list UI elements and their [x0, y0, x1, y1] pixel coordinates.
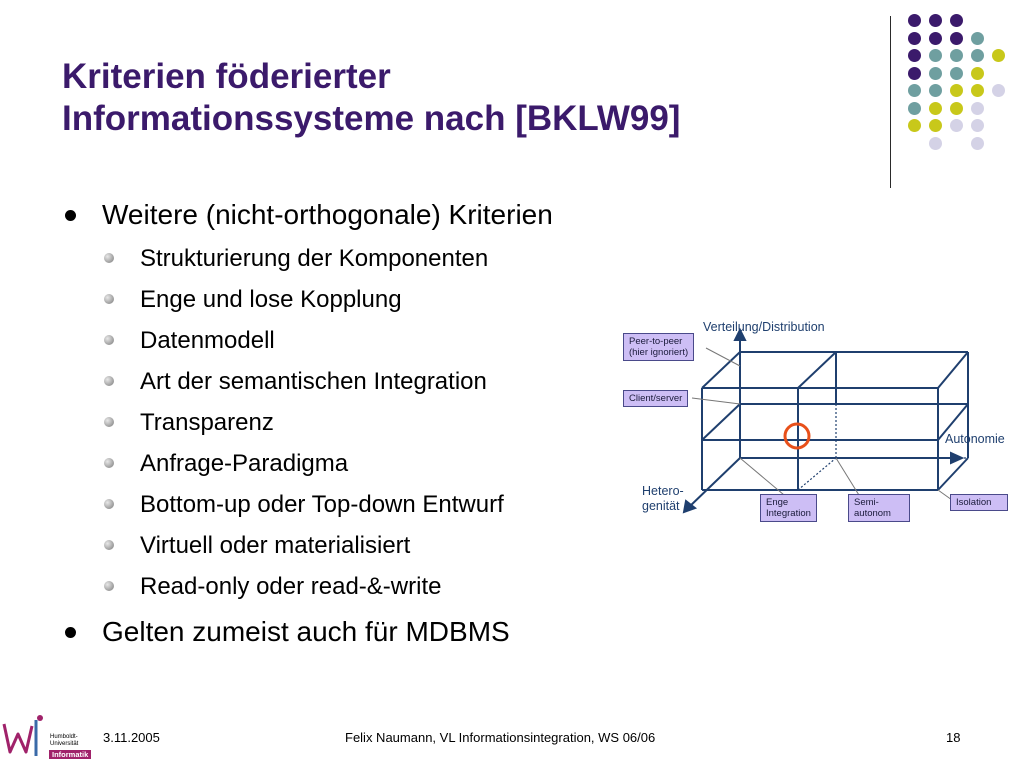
sub-bullet-text: Anfrage-Paradigma — [140, 450, 349, 477]
axis-label-heterogeneity-line1: Hetero- — [642, 484, 684, 498]
bullet-dot — [65, 210, 76, 221]
decorative-dot — [971, 119, 984, 132]
decorative-dot — [929, 119, 942, 132]
label-enge-line1: Enge — [766, 497, 789, 508]
decorative-dot — [908, 66, 921, 80]
decorative-dot — [908, 84, 921, 97]
decorative-dot — [929, 136, 942, 150]
decorative-dot — [950, 49, 963, 62]
federation-cube-diagram — [682, 327, 969, 514]
footer-author: Felix Naumann, VL Informationsintegratio… — [345, 730, 656, 745]
sub-bullet-dot — [104, 540, 114, 550]
sub-bullet-item: Read-only oder read-&-write — [102, 566, 553, 607]
sub-bullet-list: Strukturierung der Komponenten Enge und … — [102, 238, 553, 607]
sub-bullet-text: Bottom-up oder Top-down Entwurf — [140, 491, 504, 518]
sub-bullet-item: Art der semantischen Integration — [102, 361, 553, 402]
decorative-dot — [908, 101, 921, 115]
label-semi-autonom: Semi- autonom — [848, 494, 910, 522]
label-isolation: Isolation — [950, 494, 1008, 511]
decorative-dot — [950, 14, 963, 27]
decorative-dot — [971, 31, 984, 45]
decorative-dot — [992, 84, 1005, 97]
sub-bullet-dot — [104, 294, 114, 304]
footer-date: 3.11.2005 — [103, 730, 160, 745]
decorative-dot — [950, 31, 963, 45]
sub-bullet-item: Transparenz — [102, 402, 553, 443]
title-divider — [890, 16, 891, 188]
decorative-dot — [908, 119, 921, 132]
decorative-dot — [971, 66, 984, 80]
logo-line1: Humboldt- — [50, 734, 78, 740]
title-line-1: Kriterien föderierter — [62, 57, 391, 96]
slide-number: 18 — [946, 730, 961, 745]
sub-bullet-item: Datenmodell — [102, 320, 553, 361]
sub-bullet-text: Transparenz — [140, 409, 274, 436]
sub-bullet-item: Enge und lose Kopplung — [102, 279, 553, 320]
decorative-dot — [908, 14, 921, 27]
sub-bullet-dot — [104, 499, 114, 509]
bullet-list: Weitere (nicht-orthogonale) Kriterien St… — [62, 196, 553, 651]
decorative-dot — [950, 66, 963, 80]
humboldt-informatik-logo — [2, 715, 43, 756]
label-semi-line2: autonom — [854, 508, 891, 519]
decorative-dot-grid — [908, 14, 1018, 164]
sub-bullet-dot — [104, 253, 114, 263]
sub-bullet-item: Anfrage-Paradigma — [102, 443, 553, 484]
label-enge-integration: Enge Integration — [760, 494, 817, 522]
title-line-2: Informationssysteme nach [BKLW99] — [62, 99, 681, 138]
decorative-dot — [929, 66, 942, 80]
bullet-text: Weitere (nicht-orthogonale) Kriterien — [102, 199, 553, 230]
decorative-dot — [950, 84, 963, 97]
sub-bullet-text: Datenmodell — [140, 327, 275, 354]
decorative-dot — [929, 84, 942, 97]
label-p2p-line2: (hier ignoriert) — [629, 347, 689, 358]
sub-bullet-text: Read-only oder read-&-write — [140, 573, 442, 600]
sub-bullet-dot — [104, 335, 114, 345]
bullet-dot — [65, 627, 76, 638]
decorative-dot — [950, 101, 963, 115]
sub-bullet-text: Art der semantischen Integration — [140, 368, 487, 395]
decorative-dot — [908, 49, 921, 62]
sub-bullet-text: Enge und lose Kopplung — [140, 286, 402, 313]
decorative-dot — [908, 31, 921, 45]
decorative-dot — [971, 49, 984, 62]
axis-label-heterogeneity-line2: genität — [642, 499, 680, 513]
sub-bullet-item: Strukturierung der Komponenten — [102, 238, 553, 279]
label-p2p-line1: Peer-to-peer — [629, 336, 683, 347]
sub-bullet-text: Virtuell oder materialisiert — [140, 532, 411, 559]
logo-text: Humboldt- Universität — [50, 734, 78, 747]
label-client-server: Client/server — [623, 390, 689, 407]
decorative-dot — [971, 136, 984, 150]
sub-bullet-dot — [104, 581, 114, 591]
decorative-dot — [929, 14, 942, 27]
label-peer-to-peer: Peer-to-peer (hier ignoriert) — [623, 333, 695, 361]
decorative-dot — [929, 31, 942, 45]
bullet-item: Weitere (nicht-orthogonale) Kriterien St… — [62, 196, 553, 607]
axis-label-heterogeneity: Hetero- genität — [642, 484, 684, 514]
sub-bullet-item: Bottom-up oder Top-down Entwurf — [102, 484, 553, 525]
decorative-dot — [950, 119, 963, 132]
decorative-dot — [929, 49, 942, 62]
decorative-dot — [992, 49, 1005, 62]
axis-label-autonomy: Autonomie — [945, 432, 1005, 446]
decorative-dot — [971, 101, 984, 115]
logo-badge: Informatik — [49, 750, 92, 759]
sub-bullet-dot — [104, 376, 114, 386]
decorative-dot — [929, 101, 942, 115]
bullet-text: Gelten zumeist auch für MDBMS — [102, 616, 510, 647]
decorative-dot — [971, 84, 984, 97]
sub-bullet-text: Strukturierung der Komponenten — [140, 245, 489, 272]
label-semi-line1: Semi- — [854, 497, 879, 508]
label-enge-line2: Integration — [766, 508, 811, 519]
sub-bullet-dot — [104, 417, 114, 427]
sub-bullet-item: Virtuell oder materialisiert — [102, 525, 553, 566]
sub-bullet-dot — [104, 458, 114, 468]
slide-title: Kriterien föderierter Informationssystem… — [62, 56, 680, 140]
position-marker — [783, 422, 811, 450]
axis-label-distribution: Verteilung/Distribution — [703, 320, 825, 334]
bullet-item: Gelten zumeist auch für MDBMS — [62, 613, 553, 651]
logo-line2: Universität — [50, 740, 79, 747]
